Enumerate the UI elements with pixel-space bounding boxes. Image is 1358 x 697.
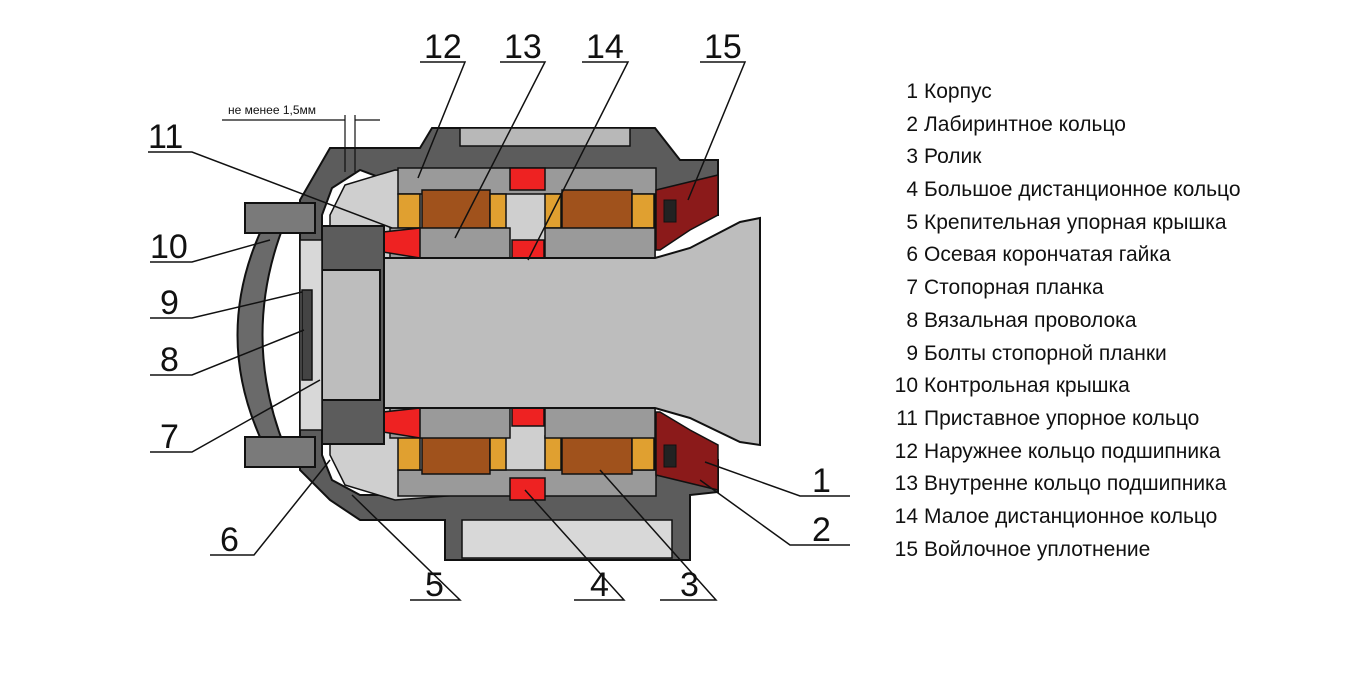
- rollers: [397, 189, 655, 475]
- legend-text: Крепительная упорная крышка: [924, 210, 1227, 234]
- callout-6: 6: [220, 521, 239, 559]
- legend-text: Осевая корончатая гайка: [924, 243, 1171, 267]
- legend-number: 4: [906, 178, 918, 202]
- legend-text: Войлочное уплотнение: [924, 537, 1151, 561]
- spacer-rings: [382, 167, 546, 501]
- legend-number: 3: [906, 145, 918, 169]
- legend-number: 15: [894, 537, 918, 561]
- legend-number: 2: [906, 112, 918, 136]
- dimension-marker: [222, 115, 380, 172]
- legend-text: Внутренне кольцо подшипника: [924, 472, 1227, 496]
- callout-13: 13: [504, 28, 542, 66]
- callout-4: 4: [590, 566, 609, 604]
- legend-number: 6: [906, 243, 918, 267]
- housing: [299, 127, 719, 561]
- felt-seal: [663, 199, 677, 468]
- legend-text: Стопорная планка: [924, 276, 1104, 300]
- locking-plate: [299, 239, 323, 431]
- axle: [382, 216, 761, 447]
- legend-text: Наружнее кольцо подшипника: [924, 439, 1221, 463]
- callout-8: 8: [160, 341, 179, 379]
- legend-text: Малое дистанционное кольцо: [924, 504, 1218, 528]
- callout-15: 15: [704, 28, 742, 66]
- legend-text: Вязальная проволока: [924, 308, 1137, 332]
- legend-number: 9: [906, 341, 918, 365]
- leader-lines: [148, 61, 850, 601]
- legend-text: Ролик: [924, 145, 982, 169]
- axle-box-diagram: не менее 1,5мм 11 10 9 8 7 6 5 4 3 1 2 1…: [148, 28, 850, 604]
- legend-number: 1: [906, 80, 918, 103]
- legend-number: 11: [896, 406, 918, 430]
- callout-1: 1: [812, 462, 831, 500]
- legend-number: 14: [894, 504, 918, 528]
- legend-text: Лабиринтное кольцо: [924, 112, 1126, 136]
- dimension-note: не менее 1,5мм: [228, 103, 316, 117]
- legend-text: Контрольная крышка: [924, 374, 1130, 398]
- legend-number: 5: [906, 210, 918, 234]
- legend-number: 10: [894, 374, 918, 398]
- labyrinth-ring: [655, 174, 719, 491]
- callout-9: 9: [160, 284, 179, 322]
- legend-number: 7: [906, 276, 918, 300]
- legend-number: 13: [894, 472, 918, 496]
- callout-12: 12: [424, 28, 462, 66]
- legend-number: 12: [894, 439, 918, 463]
- control-cover: [236, 202, 316, 468]
- legend-text: Большое дистанционное кольцо: [924, 178, 1241, 202]
- callout-7: 7: [160, 418, 179, 456]
- legend-text: Приставное упорное кольцо: [924, 406, 1200, 430]
- legend-item: 1 Корпус: [878, 80, 1338, 113]
- callout-10: 10: [150, 228, 188, 266]
- legend-number: 8: [906, 308, 918, 332]
- legend-text: Корпус: [924, 80, 992, 103]
- callout-14: 14: [586, 28, 624, 66]
- callout-2: 2: [812, 511, 831, 549]
- legend-text: Болты стопорной планки: [924, 341, 1167, 365]
- callout-5: 5: [425, 566, 444, 604]
- callout-11: 11: [148, 118, 183, 156]
- callout-3: 3: [680, 566, 699, 604]
- axle-nut: [321, 225, 385, 445]
